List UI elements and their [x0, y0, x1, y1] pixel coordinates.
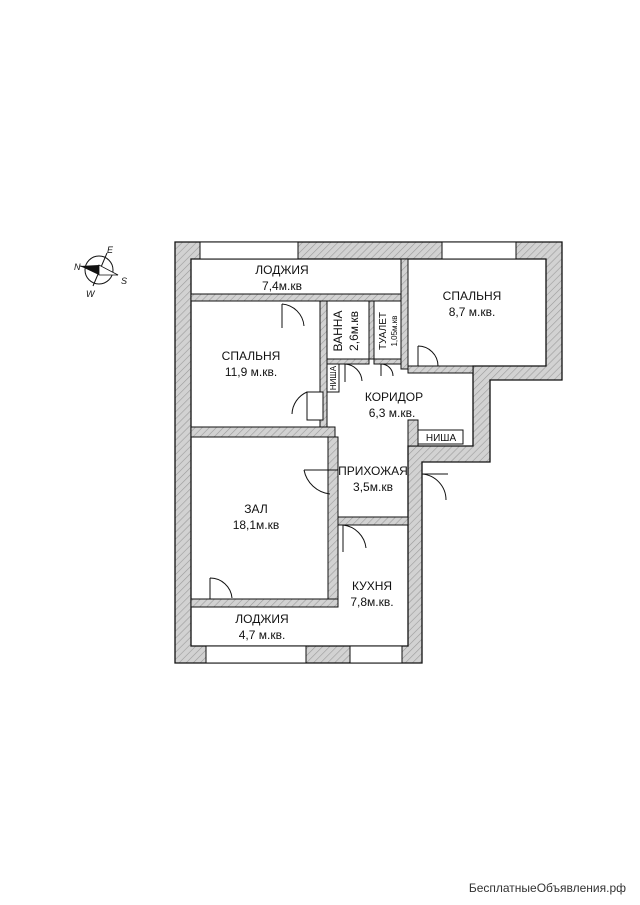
- compass-n: N: [74, 262, 81, 272]
- doors: [209, 303, 448, 599]
- watermark: БесплатныеОбъявления.рф: [468, 881, 626, 895]
- corridor-area: 6,3 м.кв.: [369, 406, 416, 420]
- interior-walls: [190, 258, 474, 608]
- bedroom-right-area: 8,7 м.кв.: [449, 305, 496, 319]
- toilet-area: 1,05м.кв: [390, 315, 399, 346]
- door-bedroom-left: [306, 391, 324, 421]
- niches: [326, 363, 464, 445]
- hall-name: ЗАЛ: [244, 502, 267, 516]
- niche-left: [326, 363, 340, 393]
- windows: [199, 241, 517, 664]
- loggia-bottom-area: 4,7 м.кв.: [239, 628, 286, 642]
- toilet-name: ТУАЛЕТ: [378, 312, 389, 350]
- loggia-bottom-name: ЛОДЖИЯ: [235, 612, 288, 626]
- corridor-name: КОРИДОР: [365, 390, 423, 404]
- hallway-area: 3,5м.кв: [353, 480, 393, 494]
- room-labels: ЛОДЖИЯ 7,4м.кв СПАЛЬНЯ 8,7 м.кв. СПАЛЬНЯ…: [222, 263, 502, 642]
- loggia-top-name: ЛОДЖИЯ: [255, 263, 308, 277]
- bath-area: 2,6м.кв: [347, 311, 361, 351]
- hallway-name: ПРИХОЖАЯ: [338, 464, 408, 478]
- compass-icon: N E S W: [74, 245, 127, 299]
- bedroom-right-name: СПАЛЬНЯ: [443, 289, 502, 303]
- compass-w: W: [86, 289, 96, 299]
- bedroom-left-area: 11,9 м.кв.: [225, 365, 277, 379]
- kitchen-area: 7,8м.кв.: [350, 595, 393, 609]
- kitchen-name: КУХНЯ: [352, 579, 392, 593]
- hall-area: 18,1м.кв: [233, 518, 280, 532]
- compass-s: S: [121, 276, 127, 286]
- bath-name: ВАННА: [331, 311, 345, 352]
- compass-e: E: [107, 245, 114, 255]
- niche-left-label: НИША: [329, 365, 338, 390]
- niche-right: [417, 429, 464, 445]
- niche-right-label: НИША: [426, 433, 457, 444]
- loggia-top-area: 7,4м.кв: [262, 279, 302, 293]
- bedroom-left-name: СПАЛЬНЯ: [222, 349, 281, 363]
